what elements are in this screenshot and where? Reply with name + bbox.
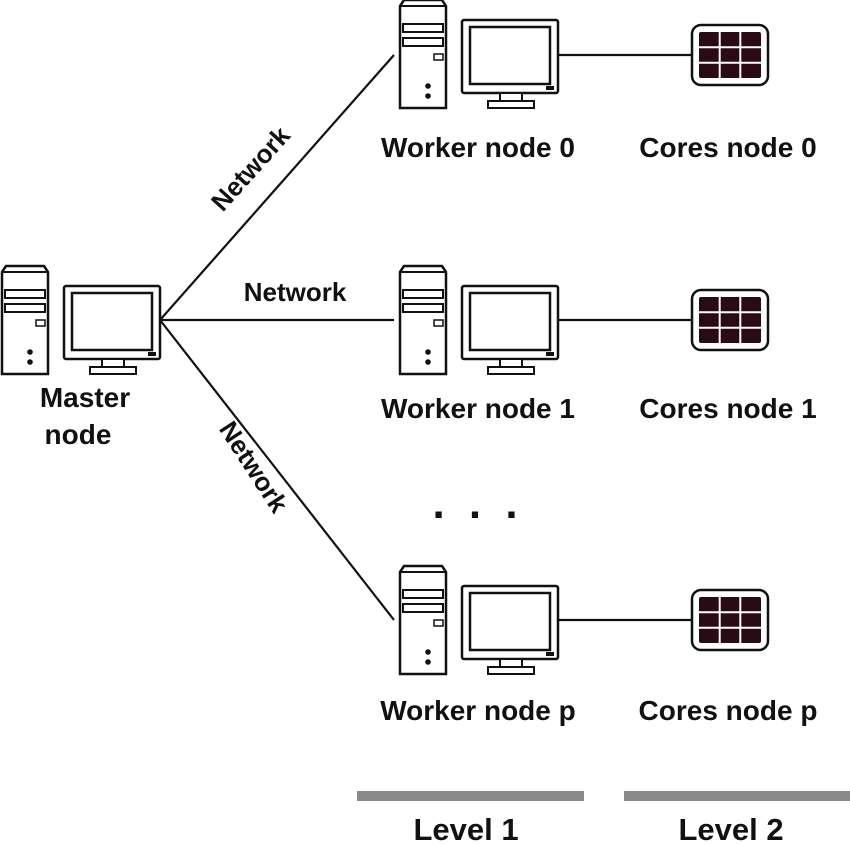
network-label-2: Network [213, 416, 294, 519]
worker-node-label-p: Worker node p [380, 695, 576, 726]
network-label-1: Network [244, 277, 347, 307]
cpu-cores-icon [690, 23, 770, 87]
cores-node-p: Cores node p [639, 588, 818, 726]
level-1-label: Level 1 [413, 812, 518, 844]
network-label-0: Network [205, 120, 296, 217]
network-link-2 [159, 319, 395, 621]
ellipsis: . . . [432, 479, 523, 528]
cpu-cores-icon [690, 288, 770, 352]
core-links [558, 53, 692, 622]
computer-icon [398, 564, 560, 676]
master-node-label-line2: node [45, 419, 112, 450]
worker-node-1: Worker node 1 [381, 264, 575, 424]
level-2-label: Level 2 [678, 812, 783, 844]
computer-icon [398, 0, 560, 110]
worker-node-0: Worker node 0 [381, 0, 575, 163]
network-links [159, 54, 395, 621]
network-link-0 [159, 54, 395, 321]
cores-node-label-0: Cores node 0 [639, 132, 816, 163]
cores-node-0: Cores node 0 [639, 23, 817, 163]
level-2-bar [624, 791, 850, 801]
worker-node-label-0: Worker node 0 [381, 132, 575, 163]
cores-node-label-p: Cores node p [639, 695, 818, 726]
computer-icon [398, 264, 560, 376]
cores-node-label-1: Cores node 1 [639, 393, 816, 424]
worker-node-label-1: Worker node 1 [381, 393, 575, 424]
computer-icon [0, 264, 162, 376]
cores-node-1: Cores node 1 [639, 288, 817, 424]
cpu-cores-icon [690, 588, 770, 652]
level-1-bar [357, 791, 584, 801]
master-node: Master node [0, 264, 162, 450]
master-node-label-line1: Master [40, 382, 130, 413]
worker-node-p: Worker node p [380, 564, 576, 726]
